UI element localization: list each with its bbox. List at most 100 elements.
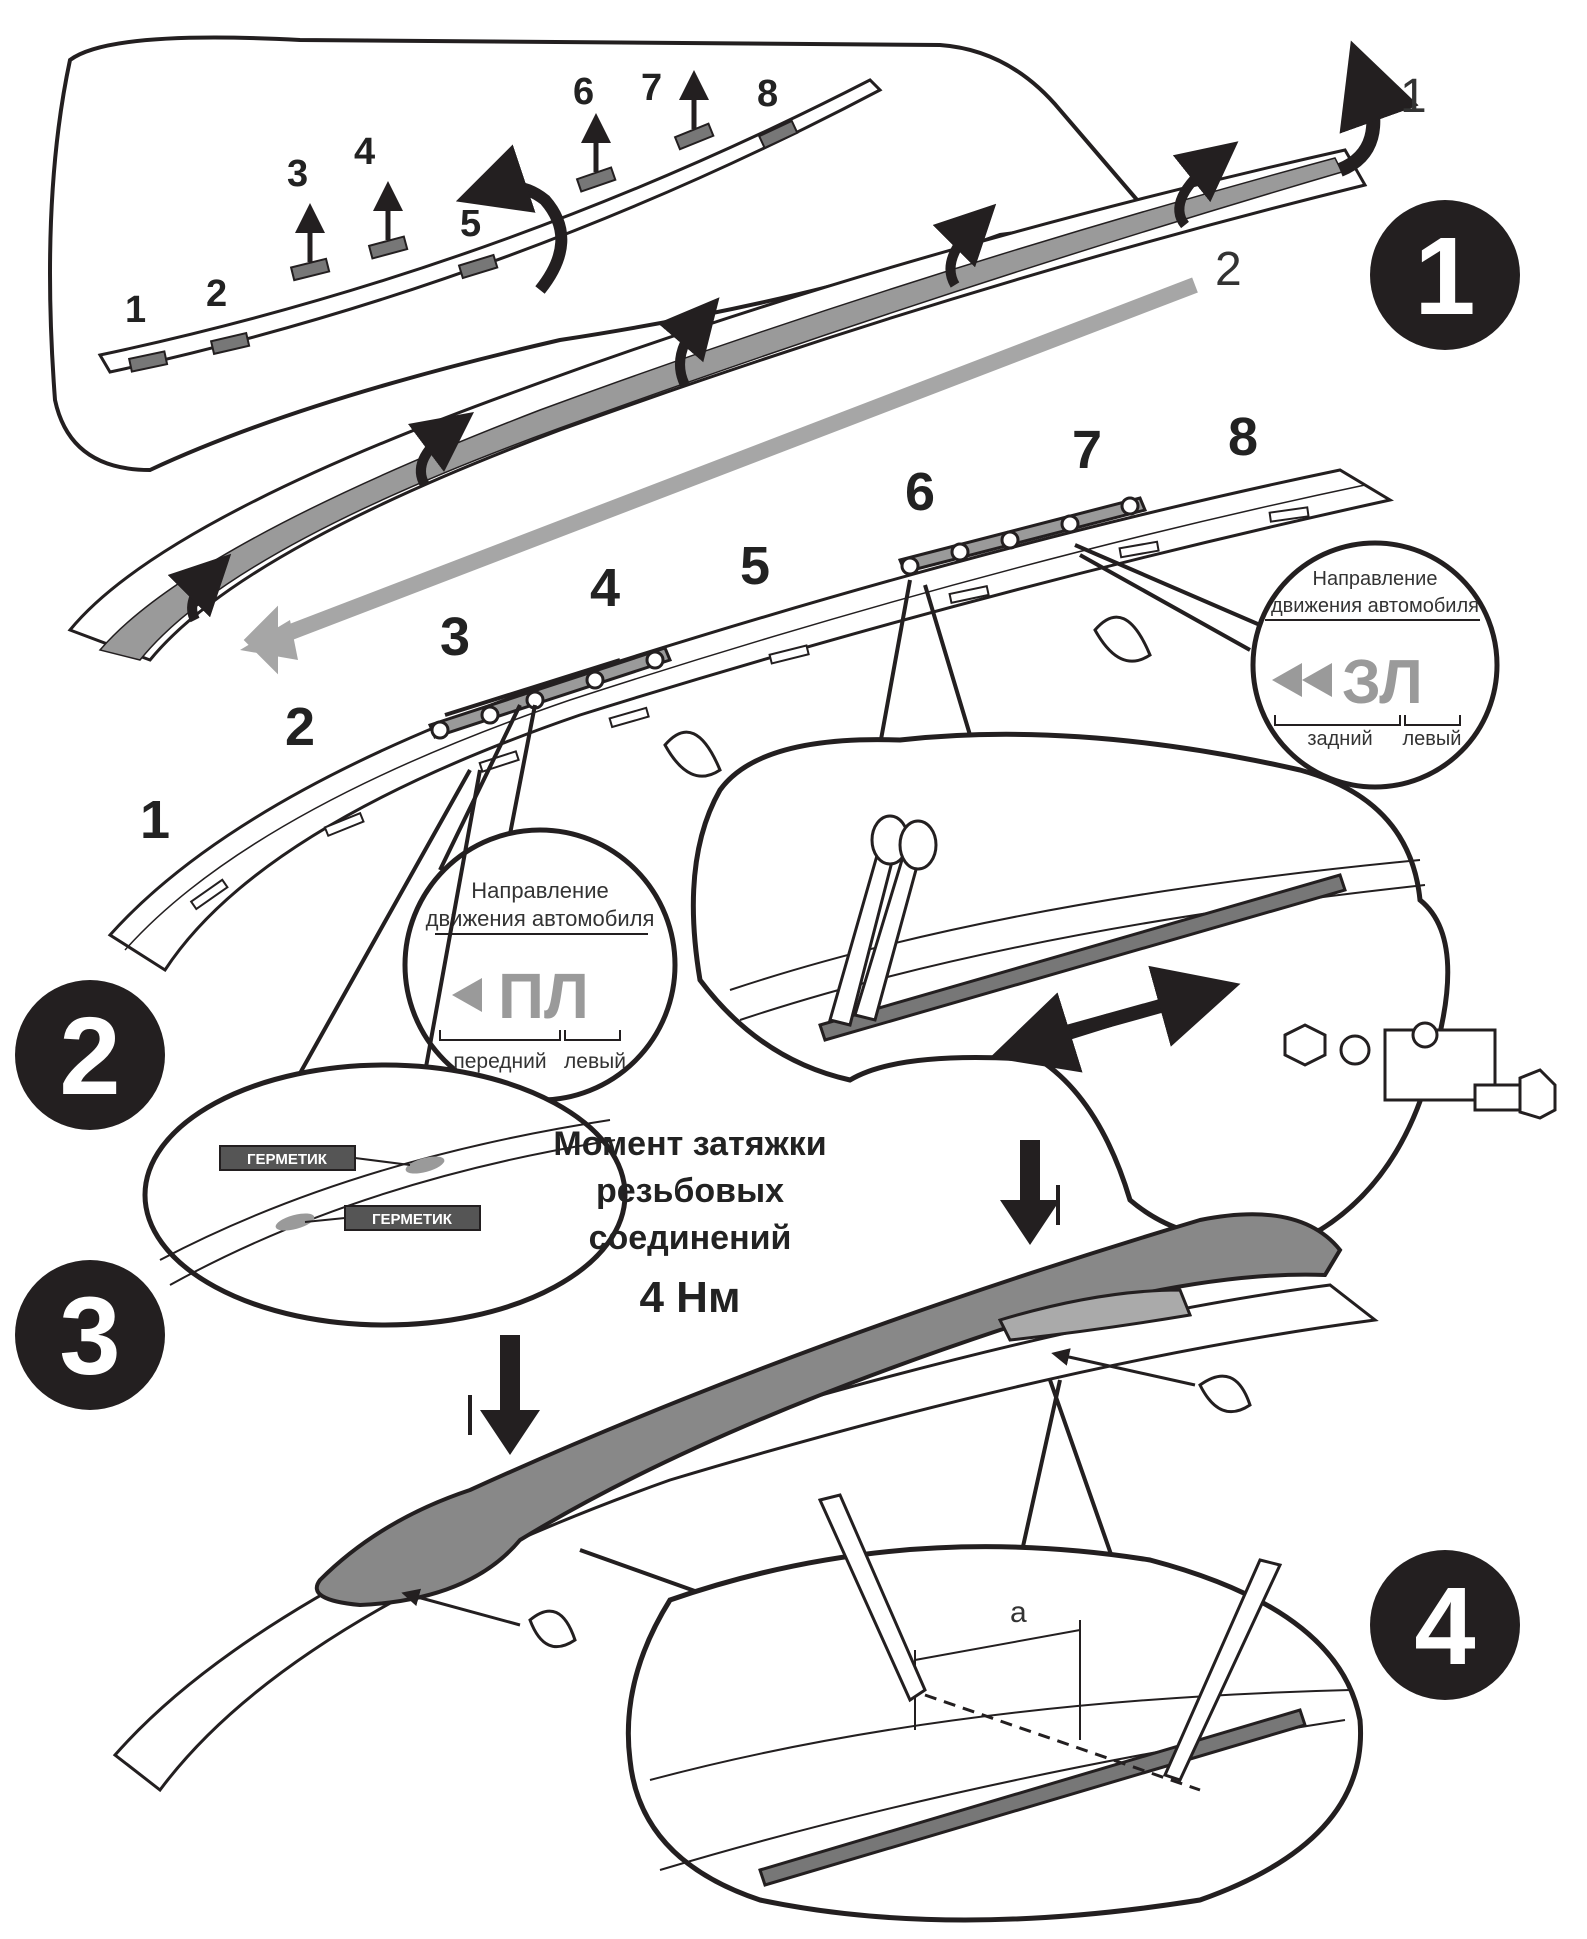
step4-group: a 4 xyxy=(579,1379,1520,1923)
rear-left-marker-bubble: Направление движения автомобиля ЗЛ задни… xyxy=(1250,540,1500,790)
pad-7 xyxy=(673,122,715,151)
callout-num-3: 3 xyxy=(287,153,308,195)
torque-line2: резьбовых xyxy=(596,1172,784,1210)
marking-detail-bubble xyxy=(625,1544,1364,1923)
step-badge-1-num: 1 xyxy=(1414,215,1475,338)
step1-callout-numbers: 1 2 3 4 5 6 7 8 xyxy=(125,67,778,331)
sealant-detail-bubble: ГЕРМЕТИК ГЕРМЕТИК xyxy=(142,1062,628,1328)
callout-num-2: 2 xyxy=(206,273,227,315)
rail-rear-foot xyxy=(997,1288,1193,1342)
callout-num-4: 4 xyxy=(354,131,375,173)
clamp-eyelets xyxy=(828,814,938,1027)
marker-pens xyxy=(817,1493,1283,1782)
clamp-detail-bubble xyxy=(690,579,1557,1243)
sealant-tag-1 xyxy=(219,1145,356,1171)
rl-legend-a: задний xyxy=(1307,728,1372,750)
callout-num-6: 6 xyxy=(573,71,594,113)
pad-6 xyxy=(575,166,617,193)
pad-2 xyxy=(209,331,251,356)
washer-icon xyxy=(1339,1034,1371,1066)
pos-num-2: 2 xyxy=(285,697,315,757)
pad-4 xyxy=(367,235,409,260)
step3-eye-icons xyxy=(528,1374,1252,1649)
bolt-down-arrows xyxy=(480,1140,1060,1455)
rl-direction-arrow-2 xyxy=(1302,663,1332,697)
pad-3 xyxy=(289,257,331,282)
step-badge-4-num: 4 xyxy=(1414,1565,1475,1688)
step2-channel-inner-line xyxy=(124,484,1366,951)
rl-bubble-pointer xyxy=(1074,543,1261,652)
pad-5 xyxy=(457,253,499,280)
fl-legend-a: передний xyxy=(453,1050,546,1073)
pad-8 xyxy=(757,119,799,150)
front-left-marker-bubble: Направление движения автомобиля ПЛ перед… xyxy=(402,827,678,1103)
sealant-blob-1 xyxy=(405,1156,445,1174)
step-badge-3: 3 xyxy=(15,1260,165,1410)
step3-group: Момент затяжки резьбовых соединений 4 Нм… xyxy=(15,1125,1379,1793)
rail-bolt-icons xyxy=(468,1185,1060,1435)
pull-tape-arrow xyxy=(1337,40,1419,177)
pos-num-7: 7 xyxy=(1072,420,1102,480)
step1-lift-arrows xyxy=(295,70,709,262)
rl-caption-line1: Направление xyxy=(1313,568,1438,590)
pos-num-5: 5 xyxy=(740,536,770,596)
step1-strip-pads xyxy=(127,119,799,373)
sealant-blob-2 xyxy=(275,1213,315,1231)
peel-curl-arrow xyxy=(455,144,568,294)
view-eye-icon xyxy=(663,615,1152,778)
sealant-bubble-pointer xyxy=(283,769,482,1101)
bolt-icon xyxy=(1473,1083,1522,1112)
rl-direction-arrow-1 xyxy=(1272,663,1302,697)
nut-icon xyxy=(1283,1023,1327,1067)
step2-position-numbers: 1 2 3 4 5 6 7 8 xyxy=(140,407,1258,850)
step-badge-2-num: 2 xyxy=(59,995,120,1118)
pos-num-3: 3 xyxy=(440,607,470,667)
step-badge-1: 1 xyxy=(1370,200,1520,350)
pos-num-6: 6 xyxy=(905,462,935,522)
rear-mount-bracket xyxy=(897,496,1148,576)
mark-dash-line xyxy=(924,1693,1201,1792)
fl-caption-line2: движения автомобиля xyxy=(426,906,655,931)
marker-pen-right xyxy=(1162,1558,1283,1782)
step2-group: 1 2 3 4 5 6 7 8 Направление движения авт… xyxy=(15,407,1500,1328)
step1-tape-peel-arrows xyxy=(167,141,1239,623)
step1-callout-balloon xyxy=(48,35,1154,473)
step-badge-3-num: 3 xyxy=(59,1275,120,1398)
slide-arrow-head xyxy=(240,620,298,660)
callout-num-7: 7 xyxy=(641,67,662,109)
step1-callout-strip xyxy=(97,78,883,374)
callout-num-8: 8 xyxy=(757,73,778,115)
torque-value: 4 Нм xyxy=(639,1273,740,1322)
bolt-hardware xyxy=(1283,1021,1557,1120)
step2-roof-channel xyxy=(107,468,1395,973)
clamp-rail-detail xyxy=(818,873,1347,1042)
sealant-tag-1-text: ГЕРМЕТИК xyxy=(247,1151,328,1168)
step2-slots xyxy=(189,506,1310,911)
sealant-tag-2-text: ГЕРМЕТИК xyxy=(372,1211,453,1228)
marker-pen-left xyxy=(817,1493,927,1703)
rl-code: ЗЛ xyxy=(1342,648,1423,717)
action-label-1: 1 xyxy=(1400,70,1427,123)
pos-num-1: 1 xyxy=(140,790,170,850)
torque-line3: соединений xyxy=(589,1219,792,1257)
torque-line1: Момент затяжки xyxy=(553,1125,826,1163)
adjust-arrow-left xyxy=(989,992,1113,1073)
dimension-line xyxy=(914,1629,1081,1661)
step1-group: 1 2 3 4 5 6 7 8 1 2 1 xyxy=(48,35,1520,675)
roof-rail xyxy=(314,1212,1343,1608)
step-badge-4: 4 xyxy=(1370,1550,1520,1700)
fl-code: ПЛ xyxy=(498,960,589,1032)
fl-caption-line1: Направление xyxy=(471,878,608,903)
pos-num-4: 4 xyxy=(590,558,620,618)
callout-num-1: 1 xyxy=(125,289,146,331)
step-badge-2: 2 xyxy=(15,980,165,1130)
dimension-label-a: a xyxy=(1010,1596,1027,1629)
rl-legend-b: левый xyxy=(1403,728,1462,750)
action-label-2: 2 xyxy=(1215,243,1242,296)
fl-direction-arrow xyxy=(452,978,482,1012)
callout-num-5: 5 xyxy=(460,203,481,245)
pos-num-8: 8 xyxy=(1228,407,1258,467)
sealant-tag-2 xyxy=(344,1205,481,1231)
rl-caption-line2: движения автомобиля xyxy=(1271,595,1479,617)
